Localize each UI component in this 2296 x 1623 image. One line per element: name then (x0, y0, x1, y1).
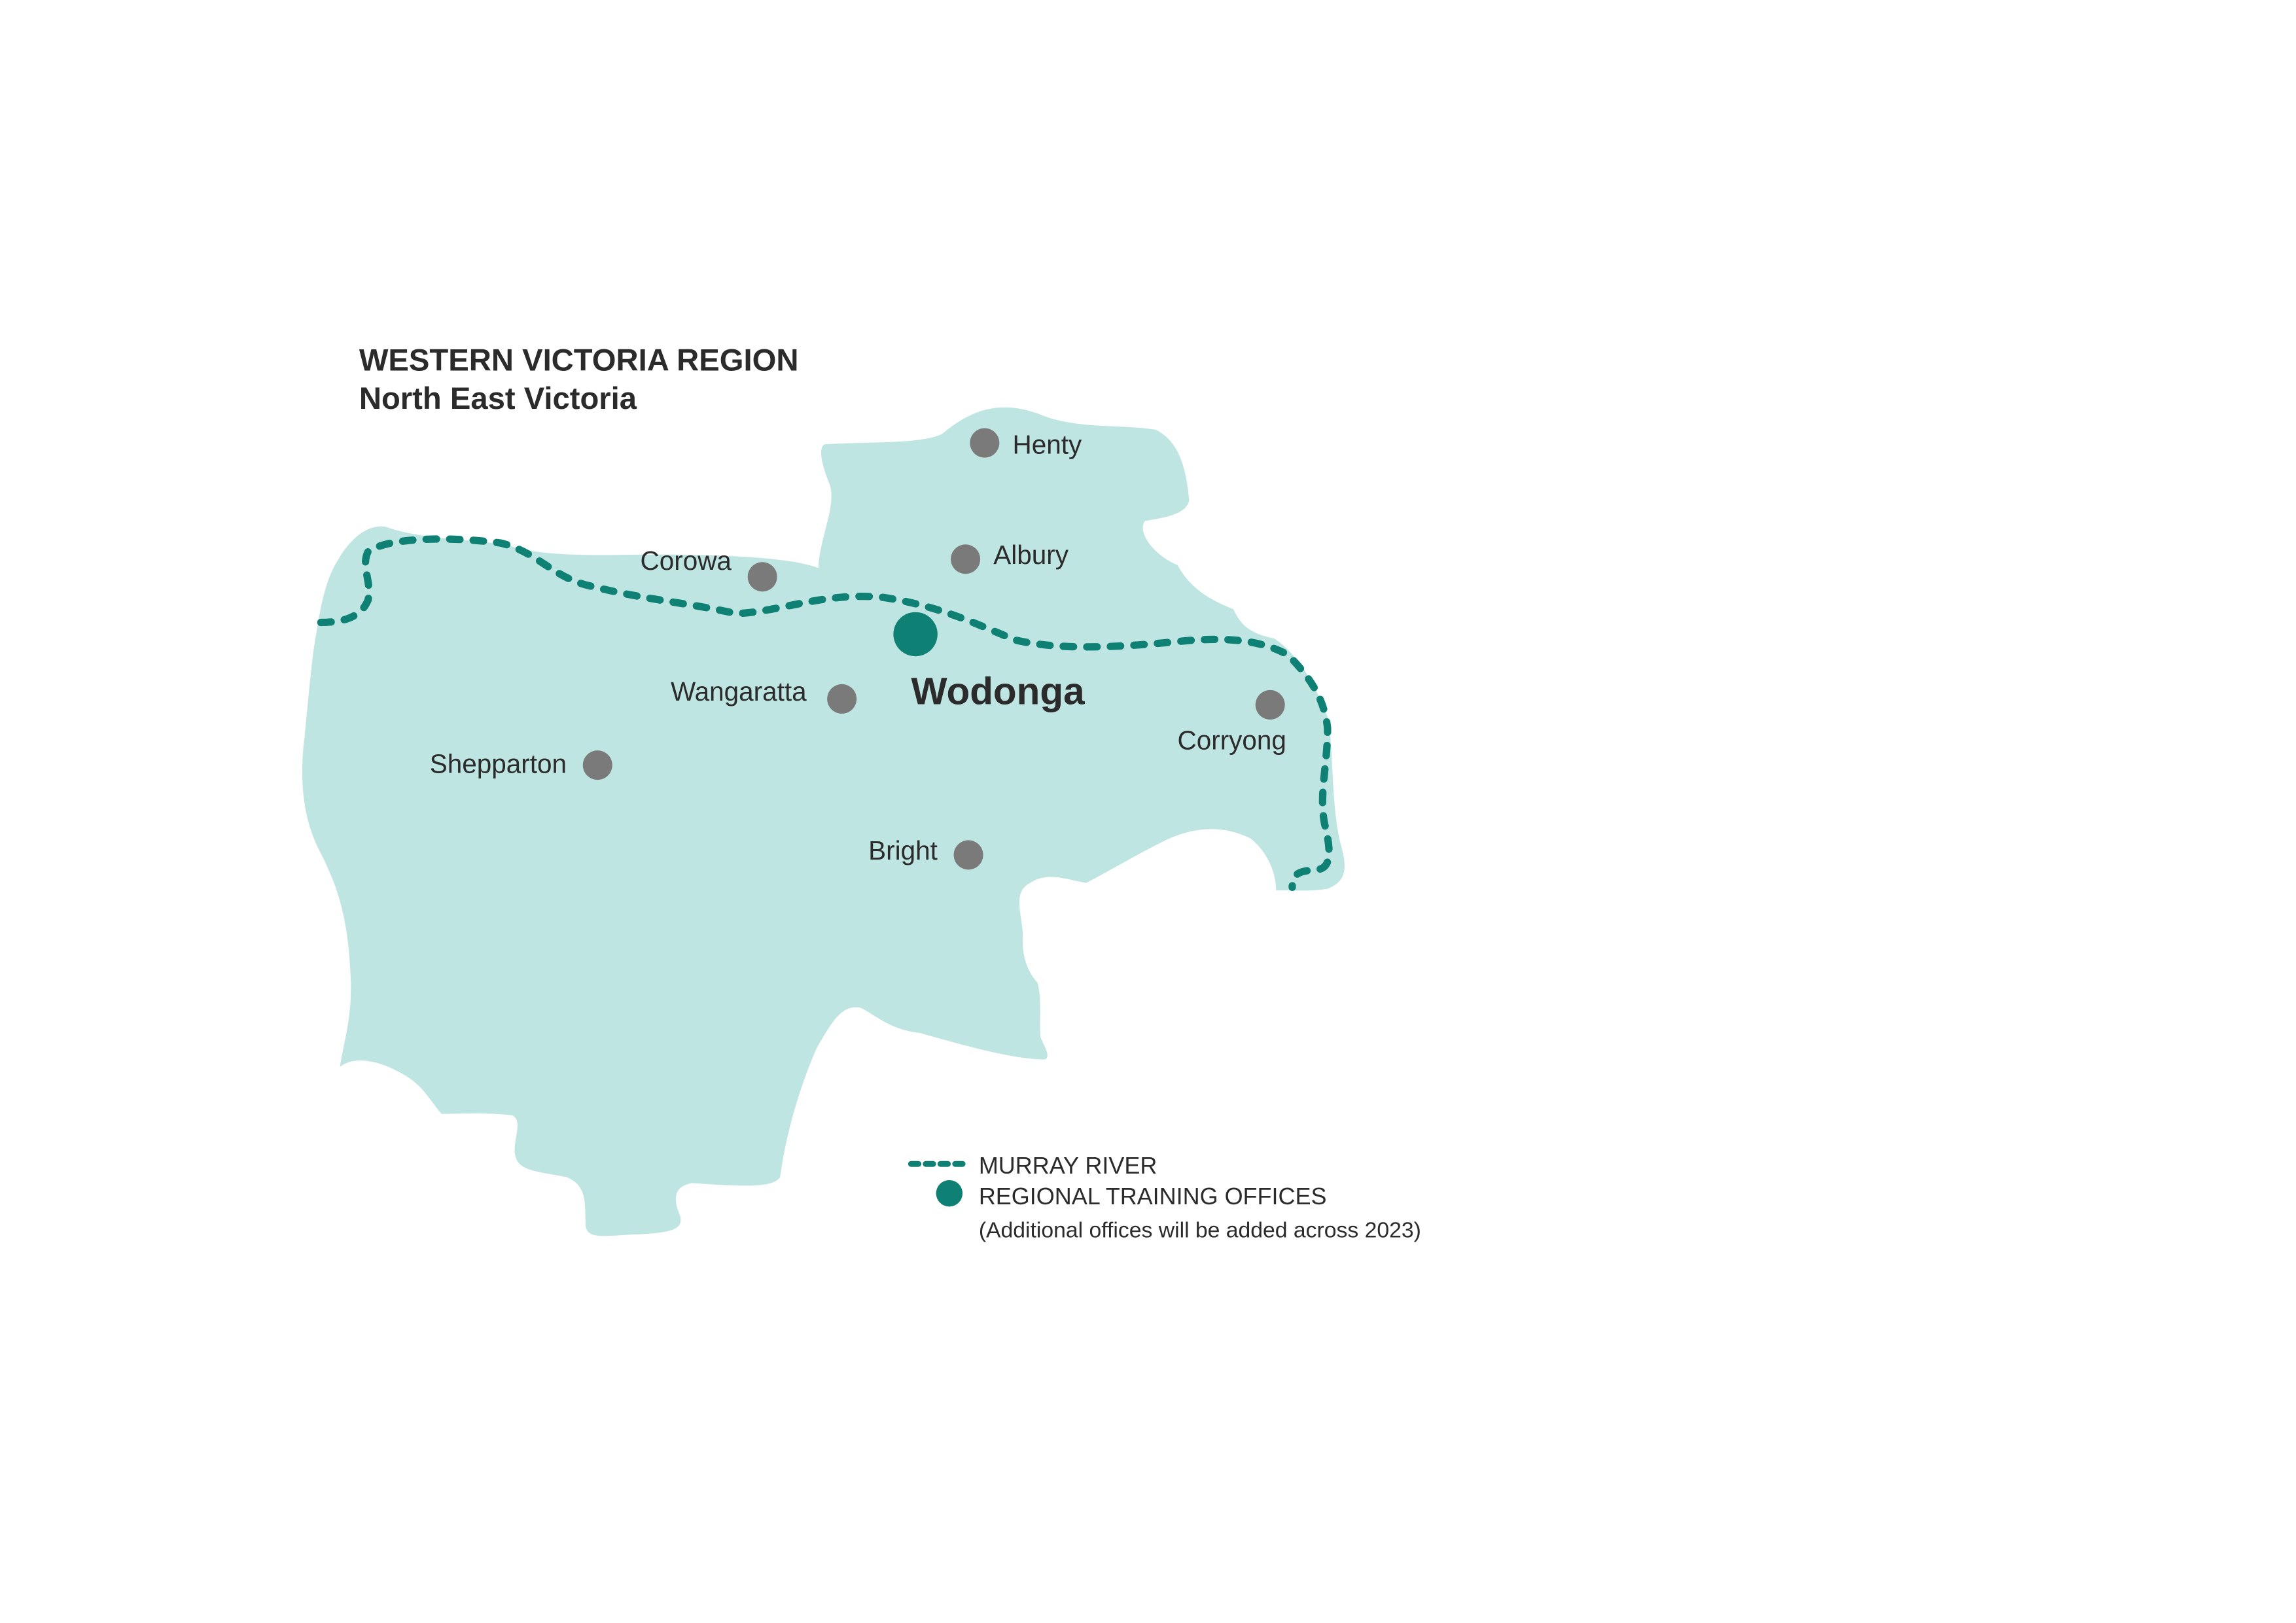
office-wodonga: Wodonga (893, 612, 1085, 713)
town-label: Corryong (1177, 725, 1286, 755)
town-label: Wangaratta (671, 676, 807, 707)
office-marker (893, 612, 938, 657)
region-land (302, 407, 1345, 1236)
town-marker (582, 750, 612, 780)
town-shepparton: Shepparton (430, 748, 612, 780)
map-subtitle: North East Victoria (359, 381, 637, 416)
town-marker (953, 840, 983, 870)
town-wangaratta: Wangaratta (671, 676, 857, 714)
town-marker (1255, 689, 1285, 720)
legend-office-label: REGIONAL TRAINING OFFICES (979, 1183, 1327, 1210)
town-label: Henty (1013, 429, 1082, 459)
map-title: WESTERN VICTORIA REGION (359, 343, 799, 378)
office-legend-icon (936, 1179, 963, 1207)
town-marker (827, 684, 857, 714)
town-corowa: Corowa (640, 546, 777, 592)
legend-river-label: MURRAY RIVER (979, 1152, 1157, 1179)
town-marker (747, 562, 777, 592)
town-marker (970, 428, 1000, 458)
town-marker (951, 544, 981, 574)
town-label: Albury (993, 540, 1069, 570)
town-bright: Bright (868, 835, 983, 870)
office-label: Wodonga (911, 671, 1085, 713)
town-corryong: Corryong (1177, 689, 1286, 755)
town-label: Corowa (640, 546, 732, 576)
murray-river (317, 535, 1333, 891)
legend: MURRAY RIVER REGIONAL TRAINING OFFICES (… (908, 1152, 1421, 1242)
legend-note: (Additional offices will be added across… (979, 1217, 1421, 1242)
town-henty: Henty (970, 428, 1082, 459)
town-label: Shepparton (430, 748, 567, 778)
town-label: Bright (868, 835, 938, 865)
town-albury: Albury (951, 540, 1069, 574)
